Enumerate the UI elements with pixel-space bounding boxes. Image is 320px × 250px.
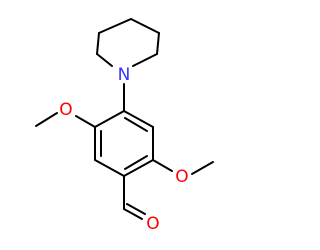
- bond: [96, 32, 100, 55]
- bond: [35, 112, 58, 127]
- bond: [124, 117, 148, 132]
- bond: [156, 32, 160, 55]
- piperidine-ring: [96, 18, 160, 67]
- methoxy-oxygen-left-label: O: [59, 100, 72, 120]
- bond: [132, 53, 158, 67]
- methoxy-right: [152, 159, 214, 175]
- molecule-structure: N O O O: [35, 18, 214, 234]
- methoxy-left: [35, 112, 96, 128]
- bond: [94, 159, 125, 177]
- methoxy-oxygen-right-label: O: [175, 167, 188, 187]
- bond: [75, 115, 96, 128]
- bond: [123, 110, 154, 128]
- aldehyde-oxygen-label: O: [146, 214, 159, 234]
- benzene-ring: [94, 110, 154, 177]
- bond: [123, 159, 154, 177]
- bond: [124, 155, 148, 170]
- bond: [130, 18, 160, 34]
- bond: [123, 208, 143, 220]
- nitrogen-atom-label: N: [118, 65, 131, 85]
- bond: [191, 161, 214, 175]
- structure-canvas: N O O O: [35, 18, 214, 234]
- bond: [94, 110, 125, 128]
- bond: [126, 203, 146, 215]
- bond: [96, 53, 113, 67]
- bond: [152, 159, 173, 172]
- bond: [98, 18, 132, 34]
- aldehyde-group: [123, 175, 146, 220]
